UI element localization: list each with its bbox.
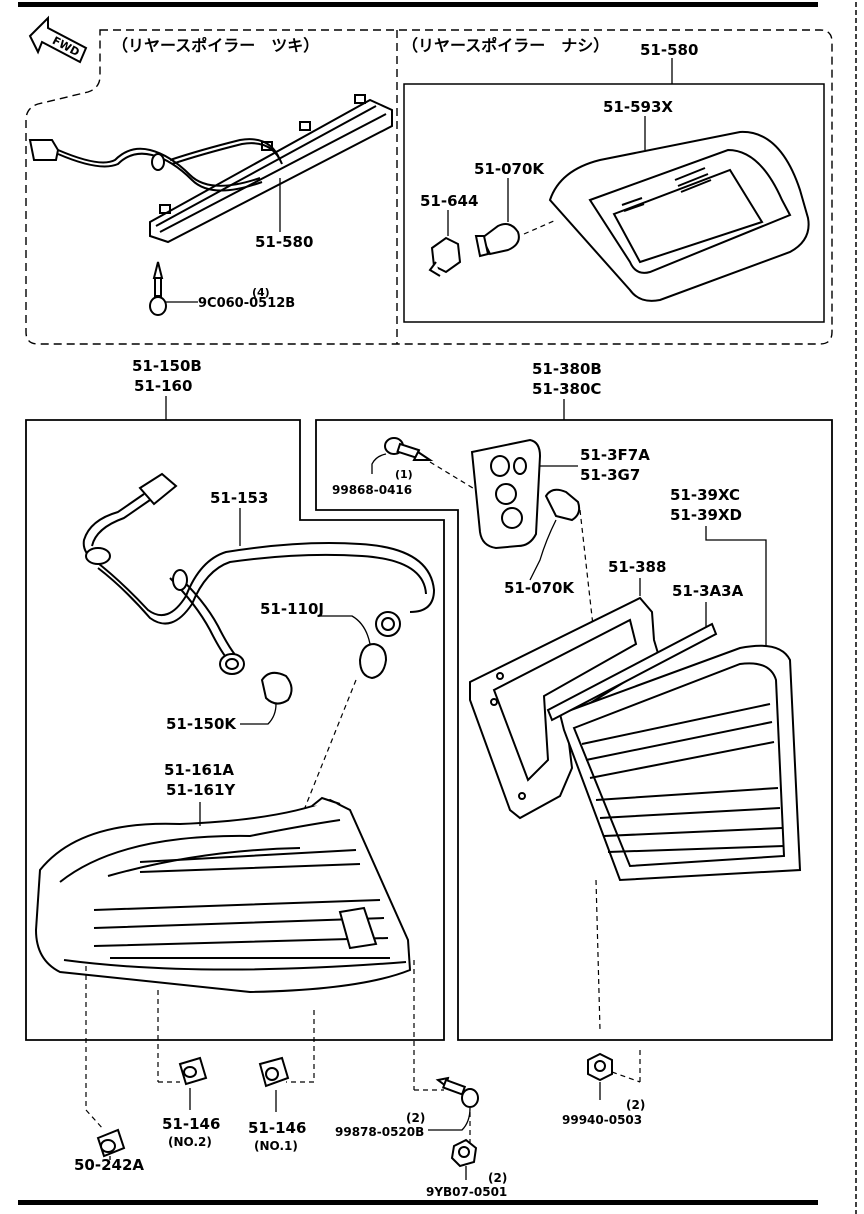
label-51-146-no1: 51-146 — [248, 1119, 306, 1137]
label-50-242a: 50-242A — [74, 1156, 144, 1174]
socket-icon — [219, 611, 401, 675]
leader-99878 — [428, 1107, 471, 1131]
bottom-rule — [18, 1200, 818, 1205]
label-51-580-left: 51-580 — [255, 233, 313, 251]
label-51-161a: 51-161A — [164, 761, 234, 779]
label-99868-qty: (1) — [395, 468, 413, 481]
label-9yb07-qty: (2) — [488, 1171, 507, 1185]
socket-icon — [428, 236, 462, 277]
label-99868: 99868-0416 — [332, 483, 412, 497]
label-9c060: 9C060-0512B — [198, 296, 295, 311]
label-51-070k-top: 51-070K — [474, 160, 545, 178]
bulb-socket-holder — [470, 438, 542, 550]
label-51-3g7: 51-3G7 — [580, 466, 640, 484]
label-51-380b: 51-380B — [532, 360, 602, 378]
label-51-3f7a: 51-3F7A — [580, 446, 650, 464]
screw-icon — [384, 437, 434, 461]
label-51-39xc: 51-39XC — [670, 486, 740, 504]
label-screw-qty: (4) — [252, 286, 270, 299]
top-group-box — [25, 29, 833, 345]
label-51-3a3a: 51-3A3A — [672, 582, 744, 600]
leader-51-070k-bot — [529, 519, 557, 581]
label-51-593x: 51-593X — [603, 98, 673, 116]
bulb-icon — [544, 488, 581, 522]
label-99940: 99940-0503 — [562, 1113, 642, 1127]
label-51-388: 51-388 — [608, 558, 666, 576]
label-51-146-no2: 51-146 — [162, 1115, 220, 1133]
inner-tail-lamp — [546, 622, 802, 882]
label-51-146-no2-tag: (NO.2) — [168, 1135, 212, 1149]
label-51-580-box: 51-580 — [640, 41, 698, 59]
bulb-icon — [260, 642, 388, 705]
label-51-160: 51-160 — [134, 377, 192, 395]
label-51-153: 51-153 — [210, 489, 268, 507]
section-title-with-spoiler: （リヤースポイラー ツキ） — [112, 36, 319, 55]
grommet-icon — [178, 1056, 208, 1086]
clip-icon — [96, 1128, 126, 1158]
nut-icon — [587, 1052, 613, 1082]
fwd-arrow-icon — [28, 15, 88, 64]
leader-51-150k — [240, 703, 277, 725]
label-51-161y: 51-161Y — [166, 781, 236, 799]
assembly-line-top — [523, 219, 557, 235]
label-99878-qty: (2) — [406, 1111, 425, 1125]
assembly-line-bulb-right — [579, 509, 601, 689]
label-51-644: 51-644 — [420, 192, 478, 210]
leader-99868 — [371, 453, 387, 474]
grommet-icon — [258, 1056, 290, 1088]
label-51-380c: 51-380C — [532, 380, 601, 398]
bulb-icon — [474, 223, 520, 258]
screw-icon — [149, 261, 167, 316]
leader-51-110j — [320, 615, 371, 645]
label-51-070k-bot: 51-070K — [504, 579, 575, 597]
label-51-150b: 51-150B — [132, 357, 202, 375]
label-99878: 99878-0520B — [335, 1125, 424, 1139]
label-99940-qty: (2) — [626, 1098, 645, 1112]
label-51-39xd: 51-39XD — [670, 506, 742, 524]
spoiler-brake-light — [28, 94, 393, 244]
outer-tail-lamp-box — [25, 419, 445, 1041]
nut-icon — [450, 1138, 478, 1168]
high-mount-lamp-box — [403, 83, 825, 323]
label-51-146-no1-tag: (NO.1) — [254, 1139, 298, 1153]
label-51-110j: 51-110J — [260, 600, 324, 618]
leader-51-39xc — [705, 526, 767, 676]
top-rule — [18, 2, 818, 7]
inner-tail-lamp-box — [315, 419, 833, 1041]
outer-tail-lamp — [34, 796, 412, 994]
wiring-harness — [82, 472, 436, 661]
label-51-150k: 51-150K — [166, 715, 237, 733]
screw-icon — [435, 1076, 479, 1108]
label-9yb07: 9YB07-0501 — [426, 1185, 507, 1199]
high-mount-lamp — [548, 130, 810, 302]
section-title-without-spoiler: （リヤースポイラー ナシ） — [402, 36, 609, 55]
assembly-line-bulb — [299, 679, 357, 821]
